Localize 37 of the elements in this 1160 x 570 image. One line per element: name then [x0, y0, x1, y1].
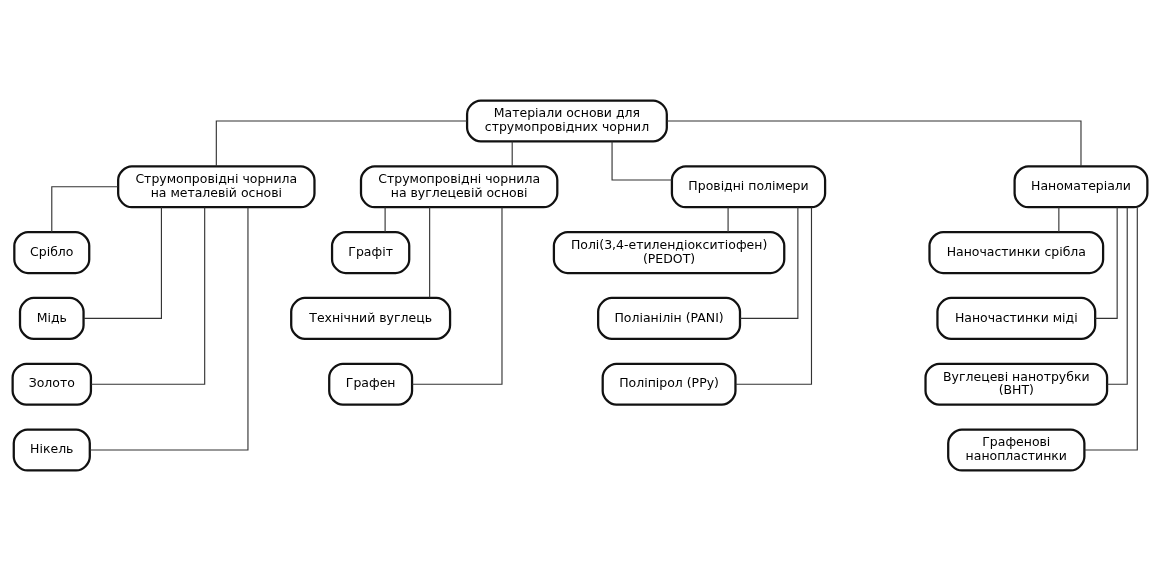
node-box: Нікель	[12, 427, 91, 472]
node-box: Поліанілін (PANI)	[597, 296, 742, 340]
node-box: Технічний вуглець	[290, 296, 452, 340]
node-box: Графенові нанопластинки	[947, 427, 1086, 472]
connector	[511, 140, 513, 167]
node-box: Наноматеріали	[1013, 164, 1149, 208]
connector	[429, 206, 431, 298]
node-box: Срібло	[13, 230, 91, 274]
node-box: Наночастинки міді	[936, 296, 1097, 340]
connector	[384, 206, 386, 232]
node-box: Вуглецеві нанотрубки (ВНТ)	[924, 362, 1109, 406]
node-box: Струмопровідні чорнила на металевій основі	[117, 164, 316, 208]
node-box: Поліпірол (PPy)	[601, 362, 737, 406]
node-box: Струмопровідні чорнила на вуглецевій основі	[359, 164, 559, 208]
connector	[411, 206, 503, 385]
connector	[51, 185, 119, 233]
node-box: Полі(3,4-етилендіокситіофен) (PEDOT)	[552, 230, 786, 274]
node-box: Наночастинки срібла	[928, 230, 1105, 274]
connector	[735, 206, 813, 385]
node-box: Золото	[11, 362, 93, 406]
node-box: Матеріали основи для струмопровідних чорнил	[465, 98, 668, 143]
connector	[215, 119, 468, 167]
connector	[739, 206, 799, 319]
node-box: Графіт	[330, 230, 411, 274]
connector	[89, 206, 249, 451]
node-box: Провідні полімери	[670, 164, 827, 208]
connector	[1106, 206, 1128, 385]
connector	[727, 206, 729, 232]
connector	[90, 206, 206, 385]
connector	[1058, 206, 1060, 232]
node-box: Мідь	[18, 296, 85, 340]
node-box: Графен	[328, 362, 414, 406]
connector	[1094, 206, 1118, 319]
connector	[83, 206, 162, 319]
connector	[1084, 206, 1138, 451]
connector	[666, 119, 1082, 167]
connector	[611, 140, 673, 181]
